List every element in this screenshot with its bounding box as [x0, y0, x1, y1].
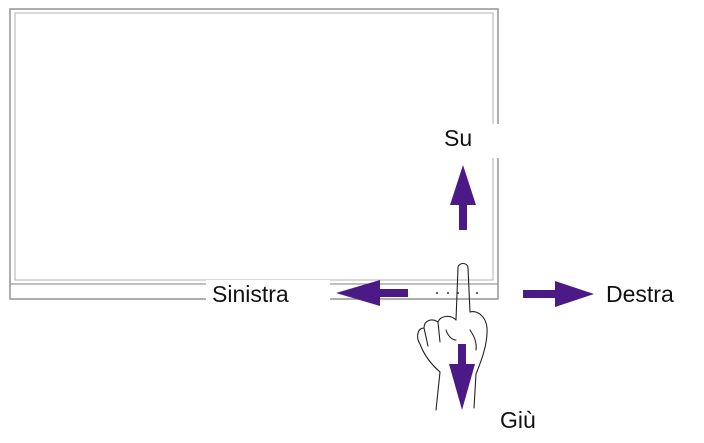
arrow-right	[523, 281, 594, 307]
monitor	[9, 8, 499, 300]
arrow-left	[336, 280, 408, 306]
monitor-screen	[14, 12, 494, 281]
control-dot-2	[446, 291, 450, 295]
pointing-hand-icon	[417, 262, 488, 411]
label-up: Su	[438, 124, 518, 158]
arrow-up	[450, 165, 476, 230]
label-left: Sinistra	[206, 280, 330, 308]
label-right: Destra	[606, 280, 674, 308]
control-dot-1	[435, 291, 439, 295]
control-dot-4	[475, 291, 479, 295]
arrow-down	[449, 344, 475, 410]
label-down: Giù	[500, 406, 536, 434]
